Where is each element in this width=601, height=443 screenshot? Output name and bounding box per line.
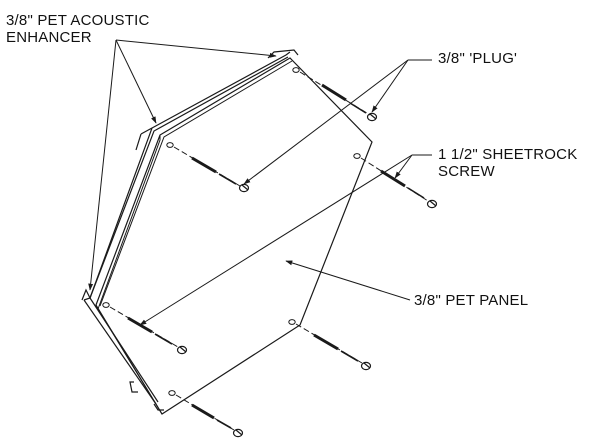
- pet-panel-shape: [95, 57, 373, 415]
- screw-holes: [102, 67, 361, 396]
- screw-label-line2: SCREW: [438, 163, 495, 180]
- leader-lines: [88, 39, 432, 326]
- screw-label: 1 1/2" SHEETROCK SCREW: [438, 146, 577, 180]
- acoustic-enhancer-label: 3/8" PET ACOUSTIC ENHANCER: [6, 12, 150, 46]
- screw-assembly-lower-right: [295, 323, 372, 371]
- plug-label-text: 3/8" 'PLUG': [438, 50, 518, 67]
- panel-label: 3/8" PET PANEL: [414, 292, 528, 309]
- acoustic-enhancer-label-line1: 3/8" PET ACOUSTIC: [6, 12, 150, 29]
- screw-assembly-right: [360, 157, 438, 209]
- screw-label-line1: 1 1/2" SHEETROCK: [438, 146, 578, 163]
- screw-assembly-bottom: [175, 394, 244, 438]
- acoustic-enhancer-label-line2: ENHANCER: [6, 29, 92, 46]
- screw-assembly-top-right: [299, 71, 378, 122]
- panel-label-text: 3/8" PET PANEL: [414, 292, 529, 309]
- acoustic-enhancer-shape: [81, 49, 299, 411]
- screw-assembly-mid-left: [173, 146, 250, 193]
- plug-label: 3/8" 'PLUG': [438, 50, 517, 67]
